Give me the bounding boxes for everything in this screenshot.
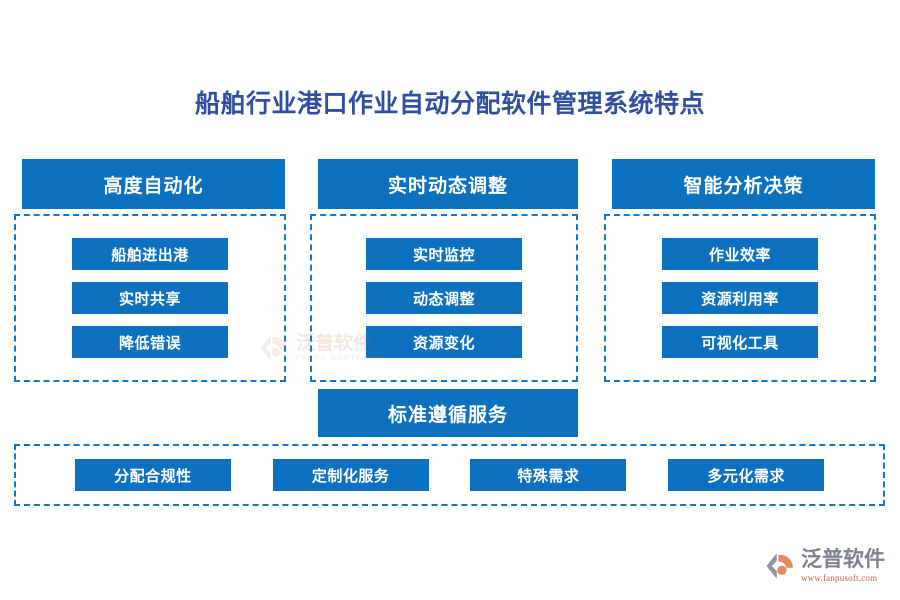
fanpu-logo-mark-icon (764, 549, 798, 583)
column-item[interactable]: 资源利用率 (662, 282, 818, 314)
page-title: 船舶行业港口作业自动分配软件管理系统特点 (194, 90, 705, 118)
column-item-list: 船舶进出港 实时共享 降低错误 (16, 216, 284, 380)
column-item[interactable]: 实时监控 (366, 238, 522, 270)
logo-company-name: 泛普软件 (801, 548, 885, 572)
logo-url: www.fanpusoft.com (801, 572, 878, 583)
column-item[interactable]: 实时共享 (72, 282, 228, 314)
standard-service-item[interactable]: 特殊需求 (470, 459, 627, 491)
standard-service-item[interactable]: 多元化需求 (668, 459, 825, 491)
standard-service-item-list: 分配合规性 定制化服务 特殊需求 多元化需求 (14, 444, 885, 506)
column-item[interactable]: 作业效率 (662, 238, 818, 270)
column-body-intelligent-analysis: 作业效率 资源利用率 可视化工具 (604, 214, 876, 382)
column-header-realtime-adjustment[interactable]: 实时动态调整 (318, 159, 578, 209)
column-item[interactable]: 降低错误 (72, 326, 228, 358)
logo-text: 泛普软件 www.fanpusoft.com (801, 549, 885, 582)
standard-service-item[interactable]: 定制化服务 (272, 459, 429, 491)
column-item[interactable]: 船舶进出港 (72, 238, 228, 270)
fanpu-logo: 泛普软件 www.fanpusoft.com (764, 543, 889, 589)
column-body-automation: 船舶进出港 实时共享 降低错误 (14, 214, 286, 382)
column-item-list: 实时监控 动态调整 资源变化 (312, 216, 576, 380)
standard-service-item[interactable]: 分配合规性 (74, 459, 231, 491)
standard-service-body (14, 444, 885, 506)
column-header-automation[interactable]: 高度自动化 (22, 159, 285, 209)
column-item-list: 作业效率 资源利用率 可视化工具 (606, 216, 874, 380)
column-item[interactable]: 动态调整 (366, 282, 522, 314)
column-item[interactable]: 资源变化 (366, 326, 522, 358)
column-item[interactable]: 可视化工具 (662, 326, 818, 358)
column-header-intelligent-analysis[interactable]: 智能分析决策 (612, 159, 875, 209)
column-body-realtime-adjustment: 实时监控 动态调整 资源变化 (310, 214, 578, 382)
standard-service-header[interactable]: 标准遵循服务 (318, 389, 578, 437)
